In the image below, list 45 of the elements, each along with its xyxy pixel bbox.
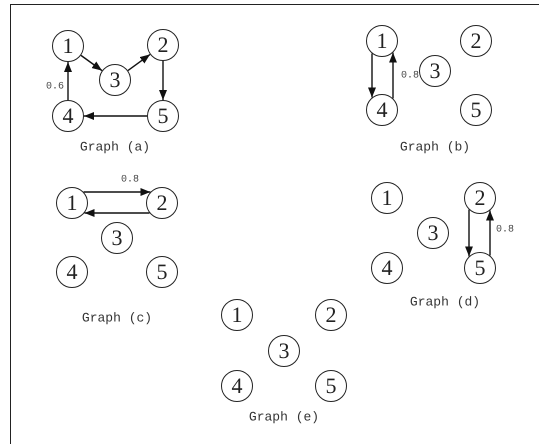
node-circle: 2: [460, 25, 492, 57]
node-circle: 4: [52, 100, 84, 132]
node-circle: 4: [56, 256, 88, 288]
graph-caption: Graph (b): [400, 140, 470, 154]
arrow: [368, 54, 376, 98]
node-circle: 5: [464, 252, 496, 284]
node-circle: 4: [366, 94, 398, 126]
node-circle: 1: [56, 187, 88, 219]
arrow: [159, 61, 167, 100]
node-circle: 1: [221, 299, 253, 331]
arrow: [128, 54, 150, 72]
node-circle: 3: [99, 64, 131, 96]
node-circle: 2: [315, 299, 347, 331]
arrow: [84, 209, 150, 217]
node-circle: 5: [460, 94, 492, 126]
node-circle: 1: [52, 30, 84, 62]
edge-label: 0.8: [496, 224, 514, 236]
node-circle: 3: [419, 55, 451, 87]
node-circle: 4: [371, 252, 403, 284]
node-circle: 5: [146, 256, 178, 288]
graph-caption: Graph (e): [248, 410, 320, 424]
node-circle: 3: [101, 222, 133, 254]
node-circle: 2: [147, 29, 179, 61]
edge-label: 0.8: [121, 174, 139, 186]
node-circle: 1: [366, 25, 398, 57]
node-circle: 3: [268, 335, 300, 367]
node-circle: 3: [417, 217, 449, 249]
graph-caption: Graph (a): [80, 140, 150, 154]
arrow: [84, 112, 147, 120]
arrow: [80, 54, 102, 72]
arrow: [389, 52, 397, 98]
arrow: [486, 210, 494, 256]
graph-caption: Graph (d): [410, 294, 480, 310]
edge-label: 0.6: [46, 82, 64, 92]
node-circle: 5: [147, 100, 179, 132]
graph-caption: Graph (c): [82, 310, 152, 326]
node-circle: 4: [221, 370, 253, 402]
node-circle: 2: [146, 187, 178, 219]
arrow: [84, 188, 150, 196]
arrow: [64, 62, 72, 100]
node-circle: 1: [371, 182, 403, 214]
arrow: [465, 210, 473, 256]
edge-label: 0.8: [401, 70, 419, 82]
node-circle: 5: [315, 370, 347, 402]
node-circle: 2: [464, 182, 496, 214]
